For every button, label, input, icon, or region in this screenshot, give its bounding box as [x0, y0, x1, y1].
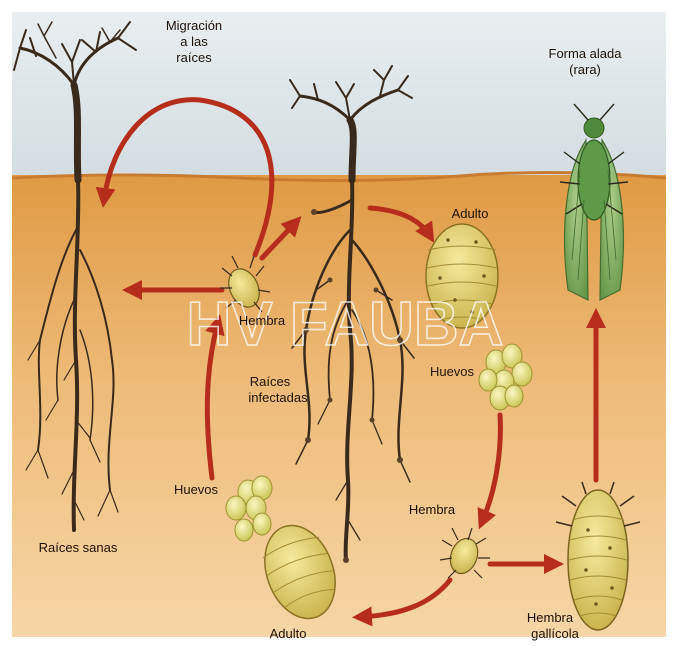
- label-hembra-mid: Hembra: [409, 502, 456, 517]
- label-migracion-3: raíces: [176, 50, 212, 65]
- label-raices-infectadas-2: infectadas: [248, 390, 308, 405]
- label-hembra-gallicola-2: gallícola: [531, 626, 579, 641]
- label-forma-alada-2: (rara): [569, 62, 601, 77]
- watermark: HV FAUBA: [187, 290, 504, 359]
- label-raices-sanas: Raíces sanas: [39, 540, 118, 555]
- label-migracion-2: a las: [180, 34, 208, 49]
- label-hembra-gallicola-1: Hembra: [527, 610, 574, 625]
- label-forma-alada-1: Forma alada: [549, 46, 623, 61]
- sky-band: [12, 12, 666, 177]
- label-migracion-1: Migración: [166, 18, 222, 33]
- label-hembra-left: Hembra: [239, 313, 286, 328]
- label-adulto-top: Adulto: [452, 206, 489, 221]
- label-raices-infectadas-1: Raíces: [250, 374, 291, 389]
- label-huevos-left: Huevos: [174, 482, 219, 497]
- label-adulto-bottom: Adulto: [270, 626, 307, 641]
- label-huevos-right: Huevos: [430, 364, 475, 379]
